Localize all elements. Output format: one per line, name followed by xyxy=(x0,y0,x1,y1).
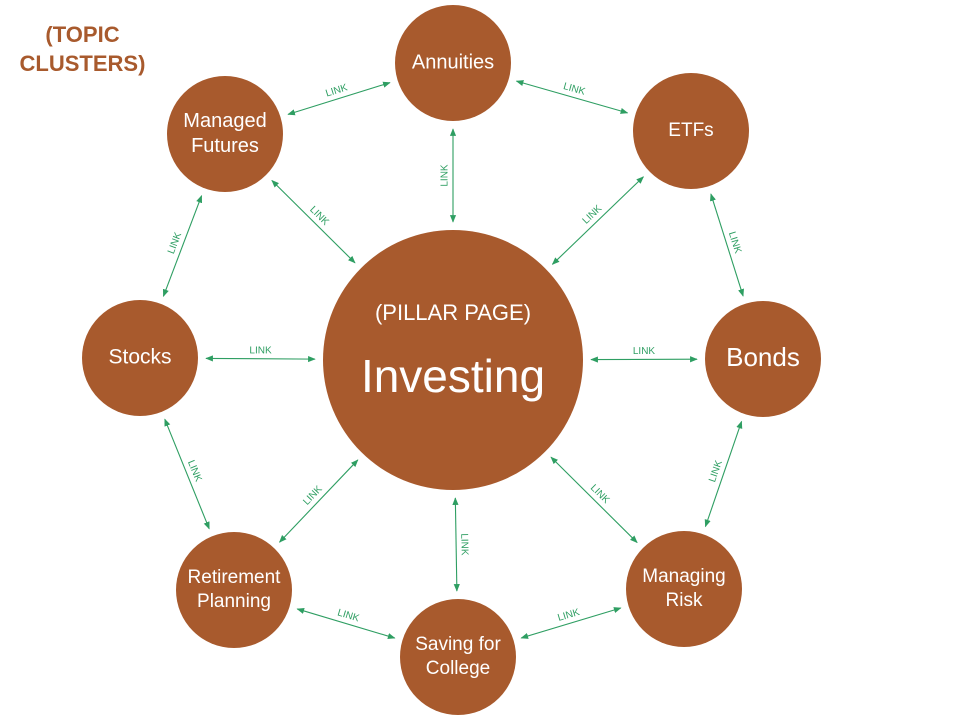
topic-label-etfs-1: ETFs xyxy=(668,120,713,141)
pillar-node-investing: (PILLAR PAGE) Investing xyxy=(323,230,583,490)
link-arrow-investing-stocks xyxy=(205,355,316,363)
topic-label-managing-risk-2: Risk xyxy=(666,590,703,611)
topic-label-annuities-1: Annuities xyxy=(412,51,494,73)
topic-clusters-title: (TOPIC CLUSTERS) xyxy=(0,20,165,78)
link-arrow-saving-for-college-retirement-planning xyxy=(296,607,396,640)
pillar-subtitle: (PILLAR PAGE) xyxy=(375,300,531,325)
link-label-bonds-managing-risk: LINK xyxy=(707,459,725,484)
link-arrow-investing-managing-risk xyxy=(550,456,638,544)
topic-label-retirement-planning-2: Planning xyxy=(197,591,271,612)
link-label-stocks-managed-futures: LINK xyxy=(166,231,184,256)
topic-circle-managing-risk xyxy=(626,531,742,647)
topic-label-retirement-planning-1: Retirement xyxy=(188,567,282,588)
topic-circle-bonds xyxy=(705,301,821,417)
link-label-investing-managing-risk: LINK xyxy=(588,483,612,507)
topic-label-stocks-1: Stocks xyxy=(108,346,171,369)
pillar-circle xyxy=(323,230,583,490)
link-arrow-investing-managed-futures xyxy=(271,179,356,264)
link-arrow-stocks-managed-futures xyxy=(162,194,203,298)
title-line-1: (TOPIC xyxy=(45,22,120,47)
topic-label-managed-futures-1: Managed xyxy=(183,110,266,132)
link-arrow-bonds-managing-risk xyxy=(704,420,743,528)
links-layer: LINK LINK LINK LINK LINK LINK LINK LINK LINK LINK… xyxy=(162,80,744,640)
topic-node-bonds: Bonds xyxy=(705,301,821,417)
topic-label-saving-for-college-2: College xyxy=(426,658,490,679)
link-label-investing-bonds: LINK xyxy=(633,346,656,357)
topic-circle-annuities xyxy=(395,5,511,121)
topic-node-annuities: Annuities xyxy=(395,5,511,121)
topic-label-saving-for-college-1: Saving for xyxy=(415,634,501,655)
topic-node-stocks: Stocks xyxy=(82,300,198,416)
topic-circle-etfs xyxy=(633,73,749,189)
link-arrow-investing-retirement-planning xyxy=(278,459,359,543)
topic-circle-managed-futures xyxy=(167,76,283,192)
link-label-investing-annuities: LINK xyxy=(440,164,451,187)
pillar-label: Investing xyxy=(361,350,545,402)
topic-circle-retirement-planning xyxy=(176,532,292,648)
link-label-investing-managed-futures: LINK xyxy=(307,204,331,228)
nodes-layer: (PILLAR PAGE) Investing AnnuitiesETFsBonds… xyxy=(82,5,821,715)
link-arrow-annuities-etfs xyxy=(515,80,629,114)
topic-node-etfs: ETFs xyxy=(633,73,749,189)
topic-label-managing-risk-1: Managing xyxy=(642,566,725,587)
link-arrow-investing-etfs xyxy=(551,176,644,265)
link-arrow-managed-futures-annuities xyxy=(287,81,391,116)
link-arrow-investing-saving-for-college xyxy=(452,497,460,592)
link-label-investing-retirement-planning: LINK xyxy=(301,484,325,508)
topic-circle-saving-for-college xyxy=(400,599,516,715)
title-line-2: CLUSTERS) xyxy=(19,51,146,76)
link-arrow-managing-risk-saving-for-college xyxy=(520,607,622,639)
link-label-retirement-planning-stocks: LINK xyxy=(185,459,204,484)
link-label-investing-saving-for-college: LINK xyxy=(458,533,469,556)
topic-label-bonds-1: Bonds xyxy=(726,342,800,372)
link-label-investing-etfs: LINK xyxy=(581,203,605,227)
topic-circle-stocks xyxy=(82,300,198,416)
link-label-investing-stocks: LINK xyxy=(249,345,272,356)
topic-label-managed-futures-2: Futures xyxy=(191,135,259,157)
link-arrow-retirement-planning-stocks xyxy=(164,418,210,530)
link-arrow-etfs-bonds xyxy=(710,193,744,297)
